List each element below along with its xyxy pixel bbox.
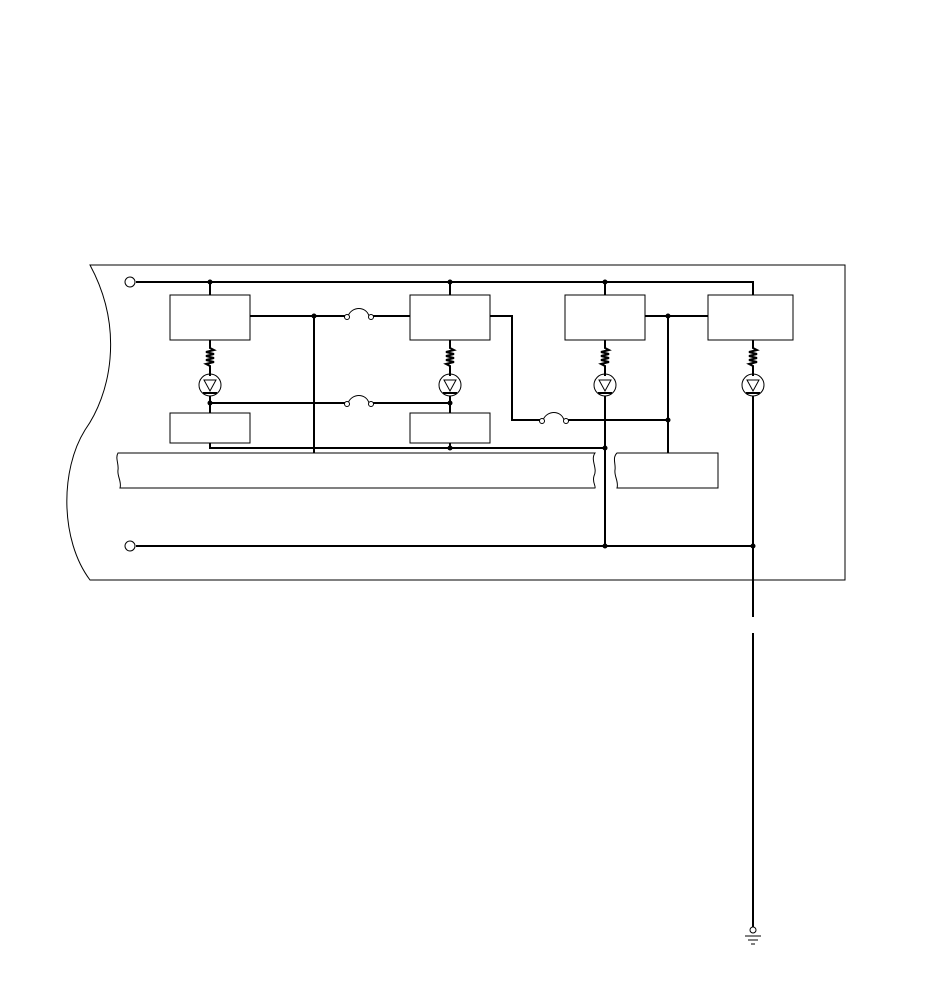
resistor-icon (598, 340, 612, 376)
resistor-diode-3 (593, 340, 617, 397)
enclosure-frame (66, 264, 846, 581)
terminal-top (124, 276, 136, 288)
harness-bar-right (613, 452, 719, 489)
resistor-diode-2 (438, 340, 462, 397)
fuse-2 (344, 395, 374, 407)
diode-icon (198, 373, 222, 397)
module-box-3 (564, 294, 646, 341)
interconnect-wires (207, 313, 754, 928)
resistor-icon (746, 340, 760, 376)
lower-box-1 (169, 412, 251, 444)
power-bus-top (124, 276, 754, 295)
diode-icon (438, 373, 462, 397)
lower-box-2 (409, 412, 491, 444)
resistor-diode-1 (198, 340, 222, 397)
resistor-icon (203, 340, 217, 376)
fuse-1 (344, 308, 374, 320)
module-box-2 (409, 294, 491, 341)
resistor-diode-4 (741, 340, 765, 397)
ground-icon (745, 926, 761, 945)
harness-bar-left (116, 452, 596, 489)
diode-icon (593, 373, 617, 397)
fuse-3 (539, 412, 569, 424)
ground-bus-bottom (124, 540, 756, 552)
module-box-4 (707, 294, 794, 341)
diode-icon (741, 373, 765, 397)
module-box-1 (169, 294, 251, 341)
terminal-bottom (124, 540, 136, 552)
resistor-icon (443, 340, 457, 376)
